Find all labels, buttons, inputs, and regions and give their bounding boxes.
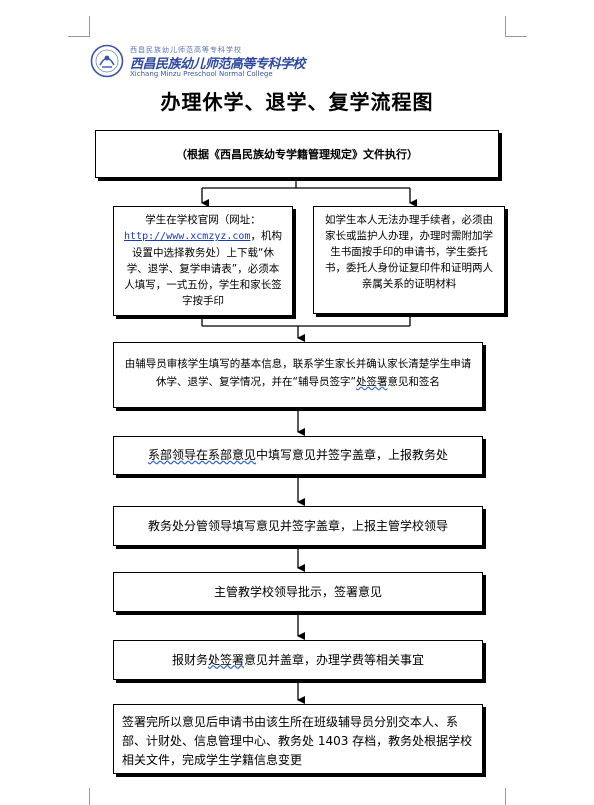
school-emblem-icon [90,44,124,78]
counselor-review-text: 由辅导员审核学生填写的基本信息，联系学生家长并确认家长清楚学生申请休学、退学、复… [124,358,472,388]
finance-office-text: 报财务 [171,652,208,667]
box-regulation-basis: （根据《西昌民族幼专学籍管理规定》文件执行） [95,130,499,178]
box-student-download-form: 学生在学校官网（网址： http://www.xcmzyz.com，机构设置中选择… [113,206,293,316]
department-leader-text: 中填写意见并签字盖章，上报教务处 [256,448,449,462]
crop-mark-top-left-v [89,16,90,37]
counselor-review-underlined: 处签署 [355,376,388,388]
box-school-leader: 主管教学校领导批示，签署意见 [113,572,483,612]
crop-mark-bottom-right-v [505,788,506,805]
box-department-leader: 系部领导在系部意见中填写意见并签字盖章，上报教务处 [113,436,483,475]
regulation-basis-text: （根据《西昌民族幼专学籍管理规定》文件执行） [176,147,418,161]
crop-mark-top-right-v [505,16,506,37]
finance-office-tail: 意见并盖章，办理学费等相关事宜 [244,652,425,667]
logo-top-line: 西昌民族幼儿师范高等专科学校 [130,46,242,54]
department-leader-underlined: 系部领导在系部意见 [147,448,256,462]
logo-english-name: Xichang Minzu Preschool Normal College [130,70,273,78]
page-title: 办理休学、退学、复学流程图 [160,90,434,114]
school-logo: 西昌民族幼儿师范高等专科学校 西昌民族幼儿师范高等专科学校 Xichang Mi… [90,42,306,82]
box-guardian-proxy: 如学生本人无法办理手续者，必须由家长或监护人办理，办理时需附加学生书面按手印的申… [313,206,505,314]
student-download-line1: 学生在学校官网（网址： [145,214,261,226]
guardian-proxy-text: 如学生本人无法办理手续者，必须由家长或监护人办理，办理时需附加学生书面按手印的申… [325,214,493,290]
student-download-rest: ，机构设置中选择教务处）上下载“休学、退学、复学申请表”，必须本人填写，一式五份… [124,230,282,307]
crop-mark-top-right-h [505,36,527,37]
box-counselor-review: 由辅导员审核学生填写的基本信息，联系学生家长并确认家长清楚学生申请休学、退学、复… [113,342,483,408]
finance-office-underlined: 处签署 [207,652,244,667]
crop-mark-top-left-h [68,36,90,37]
box-finance-office: 报财务处签署意见并盖章，办理学费等相关事宜 [113,640,483,680]
school-website-link[interactable]: http://www.xcmzyz.com [124,231,251,242]
box-final-archive: 签署完所以意见后申请书由该生所在班级辅导员分别交本人、系部、计财处、信息管理中心… [113,704,483,774]
academic-affairs-text: 教务处分管领导填写意见并签字盖章，上报主管学校领导 [147,518,448,533]
logo-chinese-name: 西昌民族幼儿师范高等专科学校 [130,57,306,72]
final-archive-text: 签署完所以意见后申请书由该生所在班级辅导员分别交本人、系部、计财处、信息管理中心… [122,715,473,767]
crop-mark-bottom-left-v [89,788,90,805]
counselor-review-tail: 意见和签名 [387,376,440,388]
box-academic-affairs: 教务处分管领导填写意见并签字盖章，上报主管学校领导 [113,506,483,546]
school-leader-text: 主管教学校领导批示，签署意见 [213,584,382,599]
